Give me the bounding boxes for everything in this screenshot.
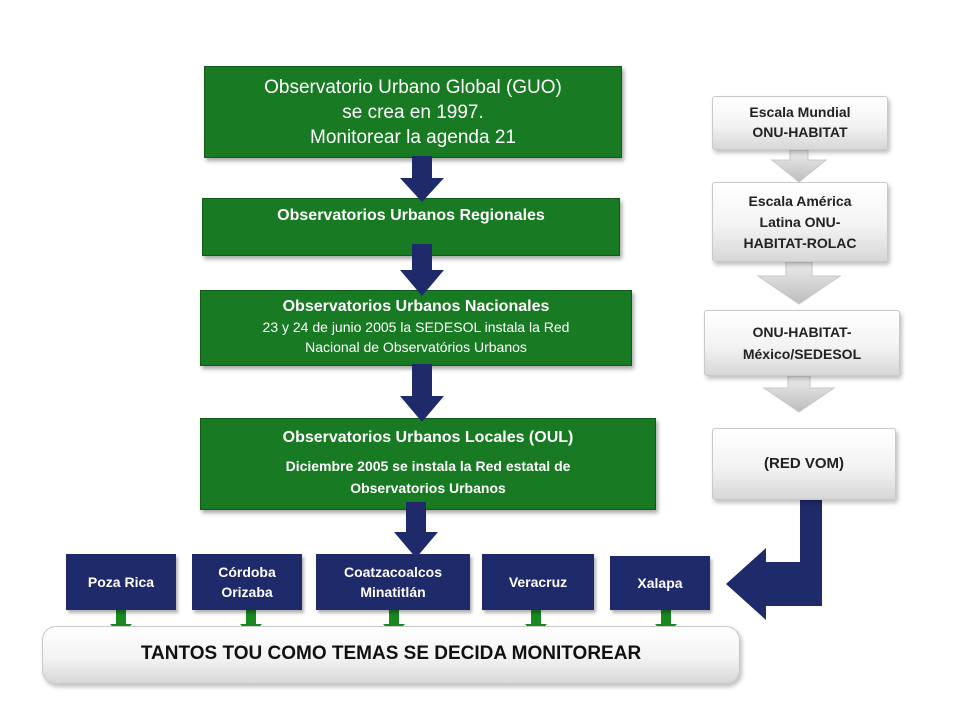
city-coatza-line-2: Minatitlán bbox=[360, 584, 426, 600]
city-xalapa-label: Xalapa bbox=[637, 575, 683, 591]
redvom-to-xalapa-arrow bbox=[726, 492, 822, 620]
city-cordoba-line-2: Orizaba bbox=[221, 584, 273, 600]
guo-line-2: se crea en 1997. bbox=[342, 102, 484, 123]
footer-banner: TANTOS TOU COMO TEMAS SE DECIDA MONITORE… bbox=[42, 626, 740, 684]
escala-mundial-line-2: ONU-HABITAT bbox=[752, 124, 848, 140]
escala-america-box: Escala América Latina ONU- HABITAT-ROLAC bbox=[712, 182, 888, 262]
escala-mundial-box: Escala Mundial ONU-HABITAT bbox=[712, 96, 888, 150]
guo-box: Observatorio Urbano Global (GUO) se crea… bbox=[204, 66, 622, 158]
escala-america-line-3: HABITAT-ROLAC bbox=[743, 235, 857, 251]
guo-line-3: Monitorear la agenda 21 bbox=[310, 127, 516, 148]
nacionales-title: Observatorios Urbanos Nacionales bbox=[282, 298, 550, 315]
city-xalapa: Xalapa bbox=[610, 556, 710, 610]
city-coatza-line-1: Coatzacoalcos bbox=[343, 564, 443, 580]
city-cordoba-line-1: Córdoba bbox=[218, 564, 276, 580]
gray-arrow-1 bbox=[770, 149, 828, 183]
onu-mexico-line-2: México/SEDESOL bbox=[742, 346, 862, 362]
gray-arrow-2 bbox=[756, 261, 842, 305]
gray-arrow-3 bbox=[762, 375, 836, 413]
city-veracruz: Veracruz bbox=[482, 554, 594, 610]
regionales-title: Observatorios Urbanos Regionales bbox=[277, 207, 545, 224]
locales-line-1: Diciembre 2005 se instala la Red estatal… bbox=[285, 458, 571, 474]
regionales-box: Observatorios Urbanos Regionales bbox=[202, 198, 620, 256]
red-vom-label: (RED VOM) bbox=[764, 455, 844, 472]
nacionales-box: Observatorios Urbanos Nacionales 23 y 24… bbox=[200, 290, 632, 366]
locales-title: Observatorios Urbanos Locales (OUL) bbox=[282, 429, 574, 446]
guo-line-1: Observatorio Urbano Global (GUO) bbox=[264, 77, 562, 98]
city-coatzacoalcos-minatitlan: Coatzacoalcos Minatitlán bbox=[316, 554, 470, 610]
nacionales-line-2: Nacional de Observatórios Urbanos bbox=[305, 339, 527, 355]
footer-text: TANTOS TOU COMO TEMAS SE DECIDA MONITORE… bbox=[140, 643, 642, 664]
city-veracruz-label: Veracruz bbox=[508, 574, 568, 590]
nacionales-line-1: 23 y 24 de junio 2005 la SEDESOL instala… bbox=[262, 319, 570, 335]
escala-mundial-line-1: Escala Mundial bbox=[749, 104, 851, 120]
onu-mexico-line-1: ONU-HABITAT- bbox=[752, 324, 852, 340]
escala-america-line-1: Escala América bbox=[748, 193, 852, 209]
escala-america-line-2: Latina ONU- bbox=[759, 214, 841, 230]
locales-line-2: Observatorios Urbanos bbox=[350, 480, 506, 496]
locales-box: Observatorios Urbanos Locales (OUL) Dici… bbox=[200, 418, 656, 510]
city-poza-rica: Poza Rica bbox=[66, 554, 176, 610]
red-vom-box: (RED VOM) bbox=[712, 428, 896, 500]
city-poza-rica-label: Poza Rica bbox=[87, 574, 155, 590]
city-cordoba-orizaba: Córdoba Orizaba bbox=[192, 554, 302, 610]
onu-mexico-box: ONU-HABITAT- México/SEDESOL bbox=[704, 310, 900, 376]
